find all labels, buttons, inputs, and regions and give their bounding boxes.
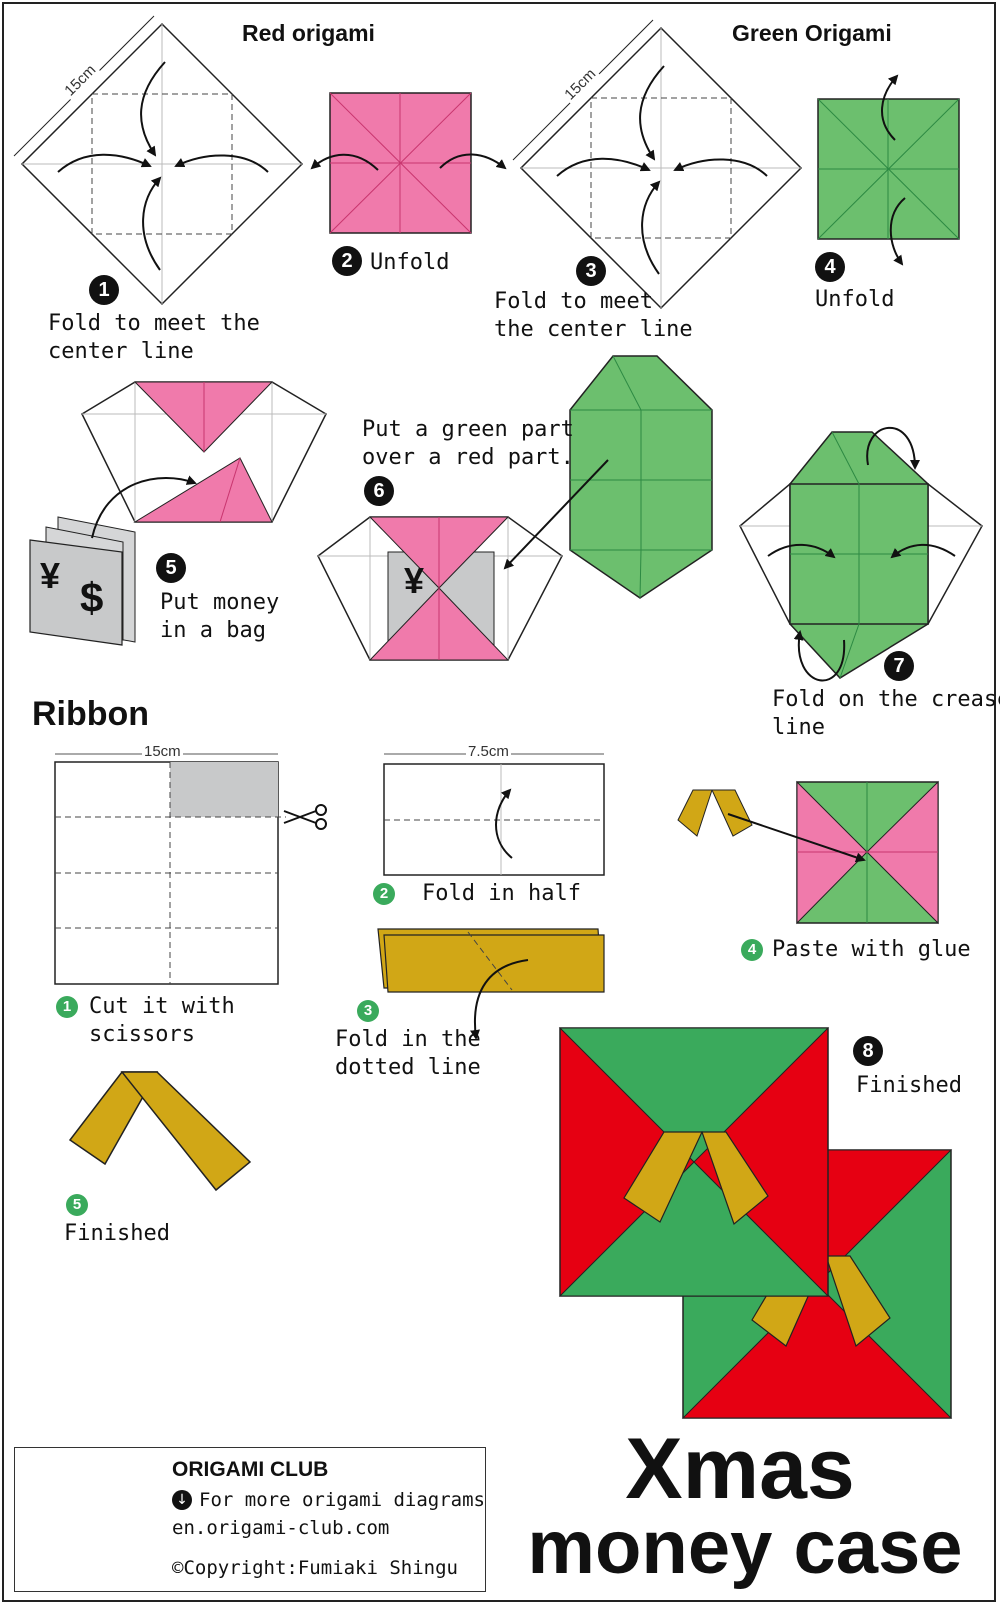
step2-number: 2	[332, 246, 362, 276]
step3-number: 3	[576, 256, 606, 286]
heading-red-origami: Red origami	[242, 20, 375, 46]
brand-name: ORIGAMI CLUB	[172, 1458, 329, 1481]
copyright: ©Copyright:Fumiaki Shingu	[172, 1557, 458, 1579]
step4-number: 4	[815, 252, 845, 282]
more-diagrams-link[interactable]: For more origami diagrams	[199, 1489, 485, 1511]
down-arrow-icon[interactable]: ↓	[172, 1490, 192, 1510]
ribbon-step3-number: 3	[357, 1000, 379, 1022]
heading-green-origami: Green Origami	[732, 20, 892, 46]
step1-diamond	[13, 15, 304, 306]
dim-15cm-ribbon: 15cm	[142, 743, 183, 760]
step1-text: Fold to meet the center line	[48, 311, 260, 364]
step8-text: Finished	[856, 1073, 962, 1098]
step3-text: Fold to meet the center line	[494, 289, 693, 342]
step7-fold-crease	[739, 426, 983, 682]
ribbon-step4-text: Paste with glue	[772, 937, 971, 962]
step5-bag	[29, 381, 327, 646]
step4-green-square	[817, 74, 960, 266]
ribbon-step2-rect	[383, 753, 605, 876]
ribbon-step2-text: Fold in half	[422, 881, 581, 906]
site-url[interactable]: en.origami-club.com	[172, 1517, 390, 1539]
step1-number: 1	[89, 275, 119, 305]
finished-case-front	[558, 1027, 830, 1297]
ribbon-step1-square	[54, 753, 327, 985]
heading-ribbon: Ribbon	[32, 695, 150, 733]
ribbon-step3-strip	[377, 928, 605, 1040]
yen-symbol-step6: ¥	[404, 560, 425, 601]
ribbon-step4-paste	[677, 780, 939, 925]
step8-number: 8	[853, 1036, 883, 1066]
ribbon-step5-text: Finished	[64, 1221, 170, 1246]
ribbon-step4-number: 4	[741, 939, 763, 961]
step2-pink-square	[310, 92, 507, 234]
step6-number: 6	[364, 476, 394, 506]
step6-assembly	[317, 355, 713, 661]
step7-text: Fold on the crease line	[772, 687, 1000, 740]
dim-7-5cm: 7.5cm	[466, 743, 511, 760]
step6-text: Put a green part over a red part.	[362, 417, 574, 470]
credit-box: ORIGAMI CLUB ↓ For more origami diagrams…	[14, 1447, 486, 1592]
step5-number: 5	[156, 553, 186, 583]
scissors-icon	[283, 804, 327, 830]
ribbon-step5-number: 5	[66, 1194, 88, 1216]
dollar-symbol: $	[80, 574, 104, 621]
step5-text: Put money in a bag	[160, 590, 280, 643]
title-line1: Xmas	[625, 1421, 855, 1517]
ribbon-step1-number: 1	[56, 996, 78, 1018]
yen-symbol: ¥	[40, 555, 61, 596]
title-line2: money case	[527, 1505, 963, 1590]
step2-text: Unfold	[370, 250, 450, 275]
ribbon-step3-text: Fold in the dotted line	[335, 1027, 481, 1080]
step3-diamond	[512, 19, 803, 310]
step7-number: 7	[884, 651, 914, 681]
step4-text: Unfold	[815, 287, 895, 312]
ribbon-step2-number: 2	[373, 883, 395, 905]
ribbon-step1-text: Cut it with scissors	[89, 994, 235, 1047]
ribbon-finished	[68, 1071, 252, 1192]
